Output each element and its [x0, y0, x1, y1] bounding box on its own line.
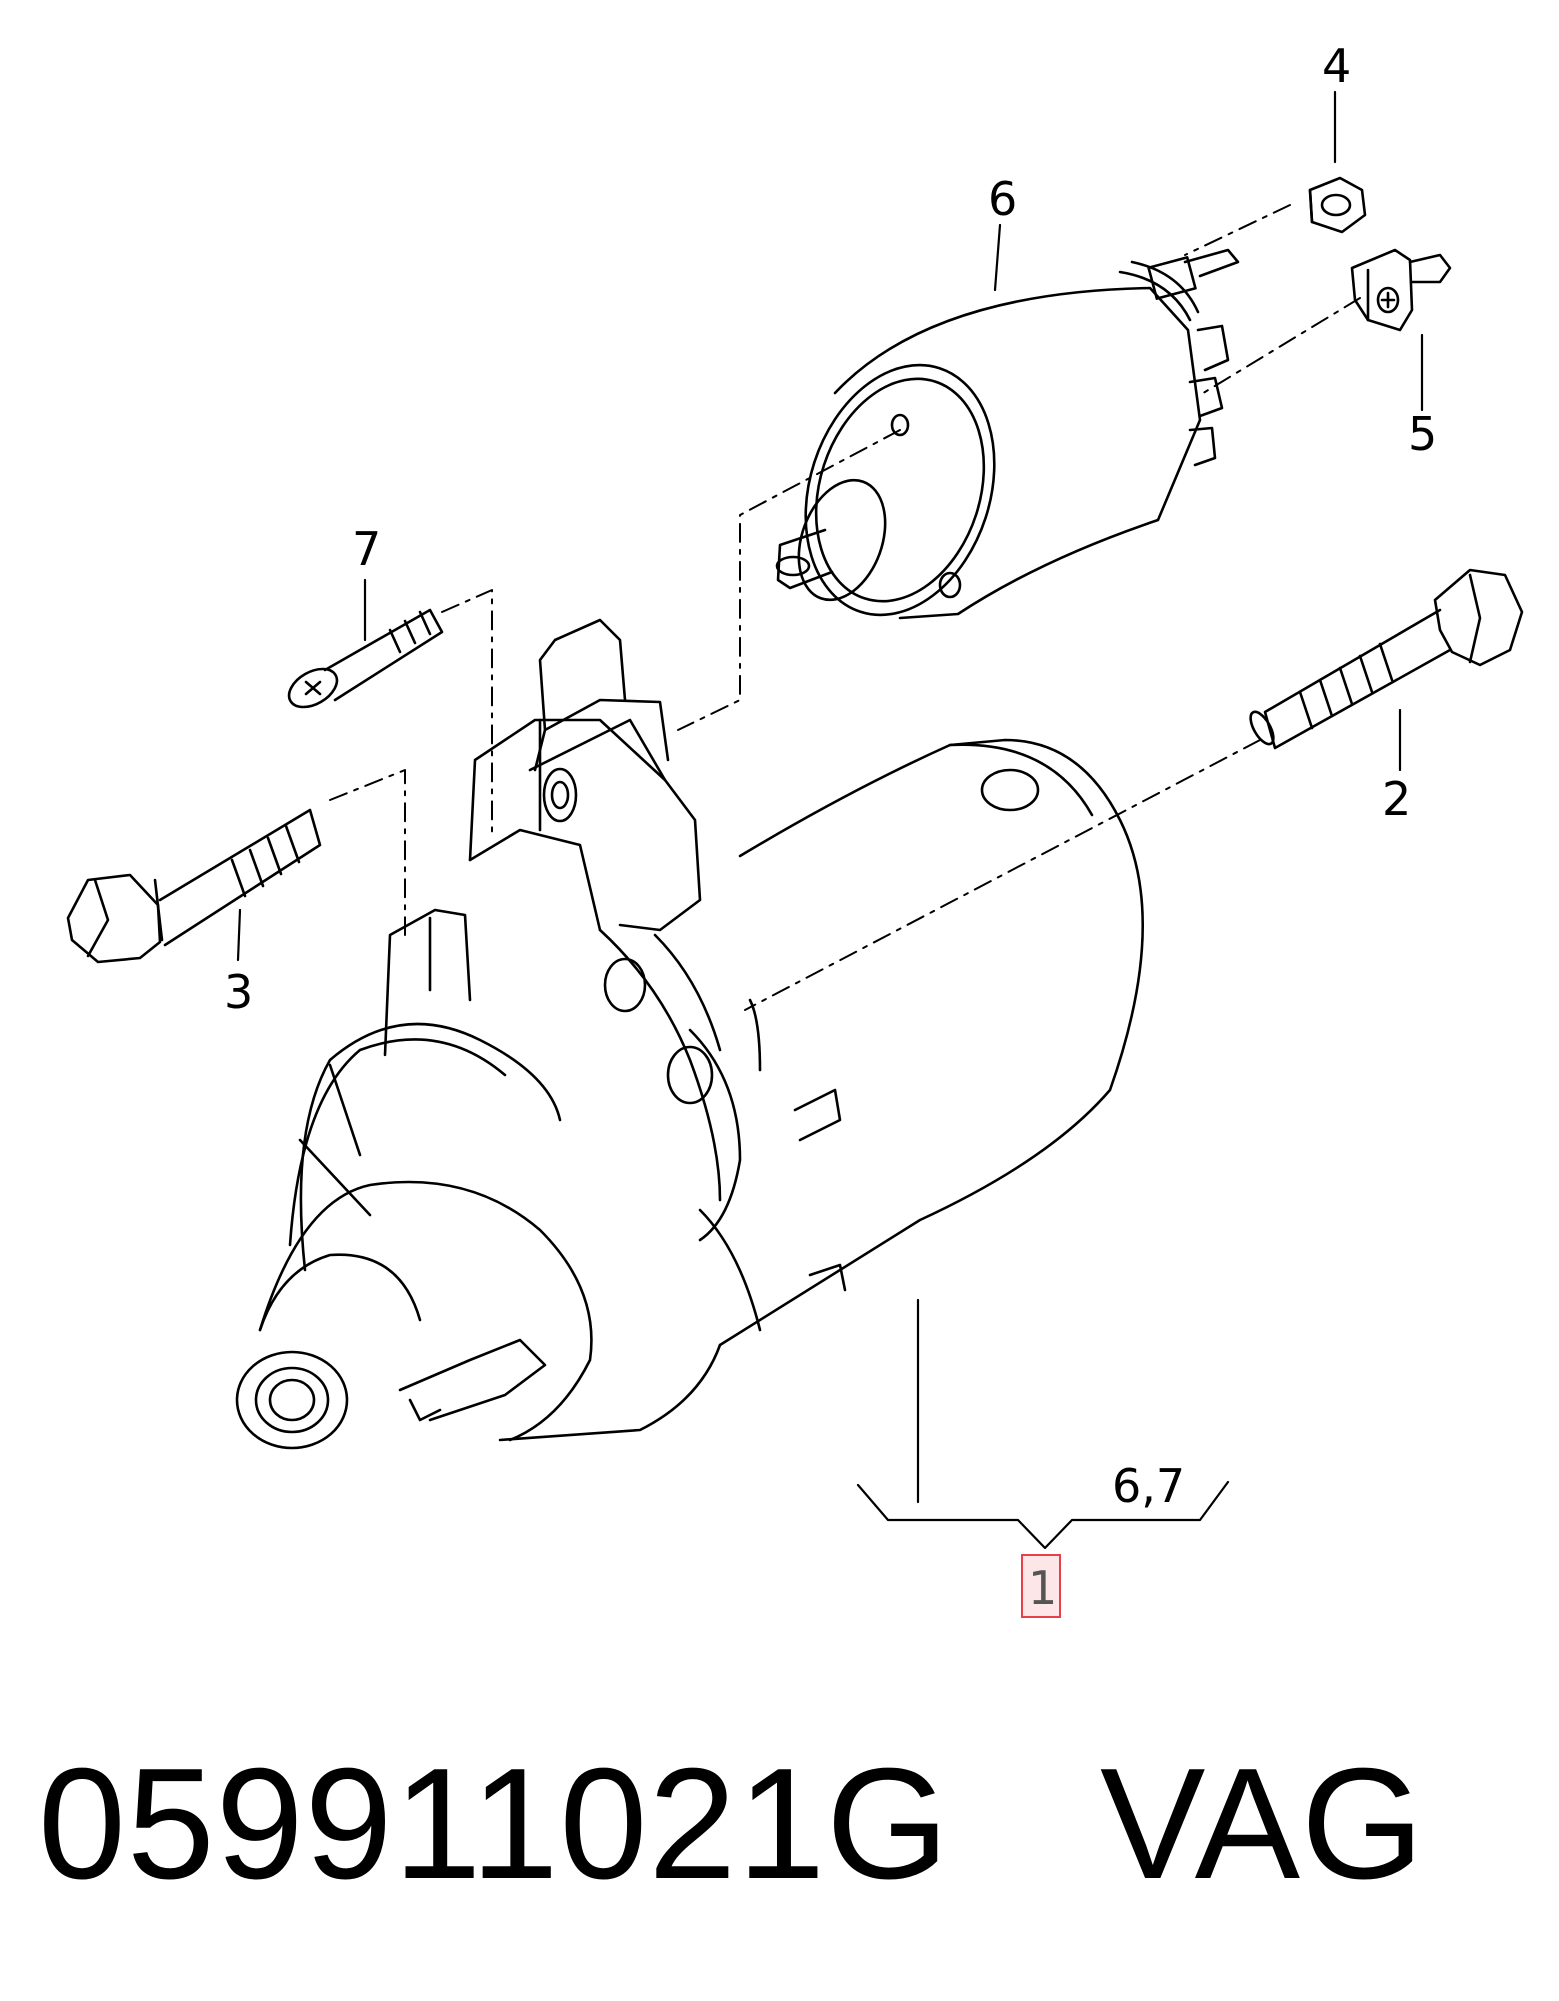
- callout-labels: 4 6 5 7 2 3 6,7 1: [224, 39, 1437, 1618]
- callout-2: 2: [1382, 772, 1411, 826]
- callout-6-7: 6,7: [1112, 1459, 1185, 1513]
- solenoid-switch: [775, 248, 1240, 620]
- callout-5: 5: [1408, 407, 1437, 461]
- hex-bolt-right: [1249, 568, 1524, 750]
- hex-nut: [1308, 176, 1367, 234]
- callout-1-highlight: [1021, 1554, 1061, 1618]
- starter-motor: [235, 618, 1144, 1450]
- callout-6: 6: [988, 172, 1017, 226]
- callout-1: 1: [1028, 1561, 1057, 1615]
- callout-4: 4: [1322, 39, 1351, 93]
- leader-lines: [236, 90, 1424, 1550]
- brand-name: VAG: [1100, 1736, 1425, 1912]
- part-number: 059911021G: [38, 1736, 951, 1912]
- hex-bolt-left: [66, 808, 322, 964]
- exploded-parts-diagram: 4 6 5 7 2 3 6,7 1: [66, 39, 1524, 1618]
- countersunk-screw: [287, 608, 444, 709]
- callout-3: 3: [224, 965, 253, 1019]
- terminal-connector: [1350, 248, 1452, 332]
- callout-7: 7: [352, 522, 381, 576]
- alignment-lines: [329, 204, 1361, 1011]
